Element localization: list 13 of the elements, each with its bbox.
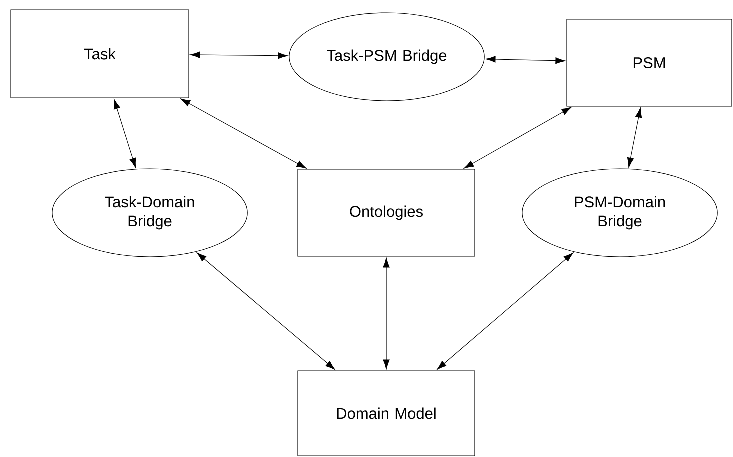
- process-box: Task: [10, 10, 190, 98]
- arrow: [437, 252, 574, 370]
- arrow: [464, 107, 572, 169]
- process-box: Domain Model: [298, 370, 476, 456]
- process-box: Ontologies: [298, 169, 476, 257]
- arrow: [486, 56, 566, 64]
- arrow: [114, 99, 136, 168]
- arrow: [627, 108, 642, 168]
- process-box: PSM: [566, 19, 732, 107]
- arrow: [196, 252, 336, 370]
- arrow: [180, 98, 307, 169]
- arrow: [383, 258, 390, 370]
- arrow: [190, 52, 288, 60]
